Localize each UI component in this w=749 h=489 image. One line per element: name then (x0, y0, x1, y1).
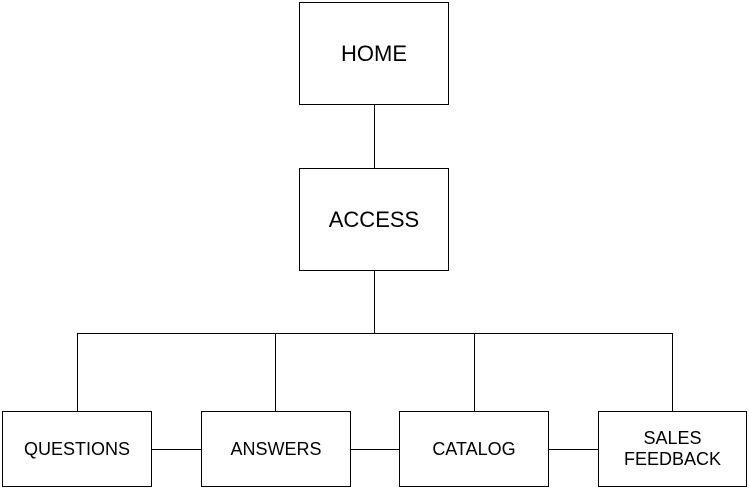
node-catalog-label: CATALOG (432, 438, 516, 459)
node-sales-feedback-label: SALES FEEDBACK (624, 428, 721, 469)
node-answers-label: ANSWERS (230, 438, 322, 459)
node-sales-feedback-line2: FEEDBACK (623, 449, 722, 469)
node-questions: QUESTIONS (2, 411, 152, 487)
node-access: ACCESS (299, 168, 449, 271)
node-questions-label: QUESTIONS (23, 438, 130, 459)
node-answers: ANSWERS (201, 411, 351, 487)
node-sales-feedback-line1: SALES (643, 428, 702, 449)
node-access-label: ACCESS (328, 206, 420, 232)
node-home-label: HOME (341, 40, 407, 66)
node-catalog: CATALOG (399, 411, 549, 487)
node-sales-feedback: SALES FEEDBACK (598, 411, 747, 487)
node-home: HOME (299, 2, 449, 105)
